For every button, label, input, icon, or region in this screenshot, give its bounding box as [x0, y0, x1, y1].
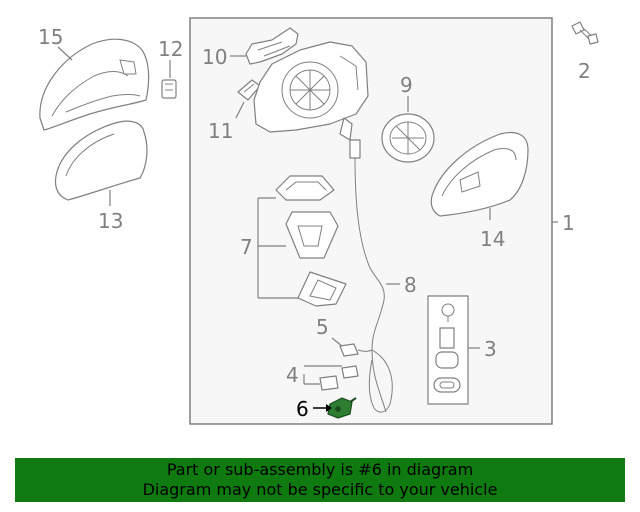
- part-15-mirror-cover[interactable]: [39, 38, 150, 131]
- banner-line-2: Diagram may not be specific to your vehi…: [142, 480, 498, 499]
- part-6-highlighted[interactable]: [327, 397, 357, 419]
- part-5-connector[interactable]: [339, 343, 373, 357]
- callout-10: 10: [202, 45, 227, 69]
- leader-4: [303, 365, 342, 385]
- callout-1: 1: [562, 211, 575, 235]
- callout-14: 14: [480, 227, 505, 251]
- callout-13: 13: [98, 209, 123, 233]
- part-4-connectors[interactable]: [319, 365, 359, 391]
- part-9-motor[interactable]: [381, 113, 435, 163]
- callout-6: 6: [296, 397, 309, 421]
- part-13-mirror-glass[interactable]: [54, 120, 148, 201]
- part-10-bracket[interactable]: [245, 27, 299, 65]
- parts-diagram: 1 2 3 4 5 6 7 8 9 10 11 12 13 14 15: [38, 17, 599, 425]
- part-14-housing[interactable]: [430, 131, 529, 217]
- callout-11: 11: [208, 119, 233, 143]
- leader-7: [257, 197, 298, 299]
- mirror-base-housing: [253, 41, 369, 141]
- callout-15: 15: [38, 25, 63, 49]
- callout-9: 9: [400, 73, 413, 97]
- part-12-clip[interactable]: [161, 79, 177, 99]
- part-8-harness[interactable]: [349, 139, 393, 413]
- part-3-hardware-kit[interactable]: [427, 295, 469, 405]
- callout-5: 5: [316, 315, 329, 339]
- callout-3: 3: [484, 337, 497, 361]
- callout-2: 2: [578, 59, 591, 83]
- banner-line-1: Part or sub-assembly is #6 in diagram: [166, 460, 474, 479]
- callout-8: 8: [404, 273, 417, 297]
- part-7-turn-signal[interactable]: [275, 175, 347, 307]
- leader-6-arrow: [326, 404, 332, 412]
- leader-5: [331, 337, 343, 347]
- callout-7: 7: [240, 235, 253, 259]
- callout-4: 4: [286, 363, 299, 387]
- part-2-screw[interactable]: [571, 21, 599, 45]
- fitment-banner: Part or sub-assembly is #6 in diagram Di…: [15, 458, 625, 502]
- leader-15: [57, 46, 73, 61]
- leader-11: [235, 101, 245, 119]
- callout-12: 12: [158, 37, 183, 61]
